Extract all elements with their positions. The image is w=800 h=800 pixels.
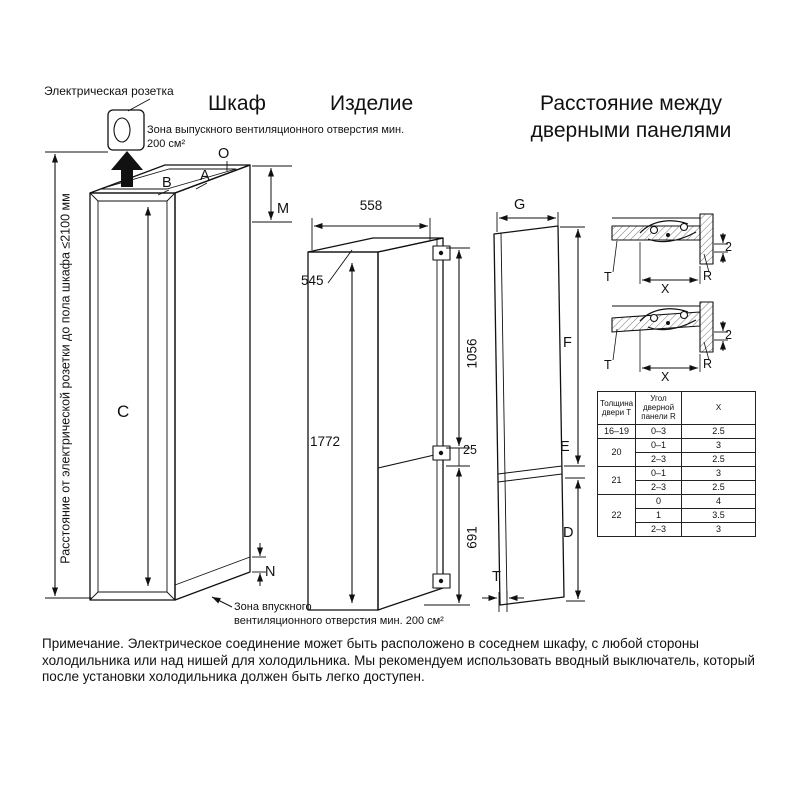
- table-cell: 3: [681, 521, 756, 537]
- col-header-angle: Угол дверной панели R: [635, 391, 682, 425]
- dim-label-d: D: [563, 525, 574, 541]
- dim-label-c: C: [117, 402, 130, 421]
- table-cell: 2.5: [681, 451, 756, 467]
- table-row: 22 0 4: [597, 493, 756, 537]
- table-cell: 3: [681, 437, 756, 453]
- section-title-cabinet: Шкаф: [208, 92, 266, 115]
- dim-gap-25: 25: [463, 443, 477, 457]
- detail1-label-r: R: [703, 269, 713, 283]
- airflow-up-arrow: [111, 151, 143, 187]
- table-cell: 21: [597, 465, 636, 495]
- dim-height-1772: 1772: [310, 434, 341, 449]
- bottom-vent-leader: [211, 596, 233, 608]
- table-row: 2–3 2.5: [598, 479, 756, 495]
- table-cell: 0: [635, 493, 682, 509]
- dim-label-b: B: [162, 175, 172, 191]
- door-panel-spec-table: Толщина двери T Угол дверной панели R X …: [597, 391, 756, 537]
- dim-label-a: A: [200, 168, 210, 184]
- table-row: 20 0–1 3: [597, 437, 756, 467]
- table-cell: 20: [597, 437, 636, 467]
- cabinet-drawing: [45, 98, 292, 608]
- detail1-label-t: T: [604, 270, 612, 284]
- dim-depth-545: 545: [301, 273, 324, 288]
- table-cell: 0–3: [635, 423, 682, 439]
- hinge-bottom: [432, 573, 451, 589]
- table-cell: 2.5: [681, 479, 756, 495]
- detail2-label-r: R: [703, 357, 713, 371]
- dim-label-o: O: [218, 146, 230, 162]
- dim-upper-door-1056: 1056: [464, 338, 480, 369]
- installation-note: Примечание. Электрическое соединение мож…: [42, 636, 755, 685]
- table-cell: 16–19: [597, 423, 636, 439]
- hinge-middle: [432, 445, 451, 461]
- dim-label-g: G: [514, 197, 526, 213]
- table-cell: 0–1: [635, 437, 682, 453]
- hinge-detail-2-drawing: [611, 301, 728, 372]
- spec-table-container: Толщина двери T Угол дверной панели R X …: [597, 391, 756, 537]
- hinge-top: [432, 245, 451, 261]
- socket-label: Электрическая розетка: [44, 84, 174, 98]
- bottom-vent-label: Зона впускного вентиляционного отверстия…: [234, 600, 444, 629]
- detail2-label-x: X: [661, 370, 670, 384]
- product-drawing: [307, 218, 470, 611]
- table-row: 16–19 0–3 2.5: [597, 423, 756, 439]
- table-cell: 2–3: [635, 521, 682, 537]
- power-socket-icon: [107, 109, 145, 151]
- dim-label-n: N: [265, 564, 276, 580]
- col-header-x: X: [681, 391, 756, 425]
- table-cell: 3.5: [681, 507, 756, 523]
- bottom-vent-label-line1: Зона впускного: [234, 601, 312, 613]
- detail2-label-t: T: [604, 358, 612, 372]
- dim-width-558: 558: [359, 198, 383, 213]
- dim-lower-door-691: 691: [464, 526, 480, 549]
- table-cell: 22: [597, 493, 636, 537]
- dim-label-f: F: [563, 335, 572, 351]
- bottom-vent-label-line2: вентиляционного отверстия мин. 200 см²: [234, 615, 444, 628]
- table-cell: 4: [681, 493, 756, 509]
- table-cell: 1: [635, 507, 682, 523]
- section-title-product: Изделие: [330, 92, 414, 115]
- hinge-detail-1-drawing: [611, 213, 728, 284]
- table-cell: 2.5: [681, 423, 756, 439]
- table-cell: 3: [681, 465, 756, 481]
- door-panel-drawing: [482, 212, 585, 612]
- top-vent-label: Зона выпускного вентиляционного отверсти…: [147, 124, 405, 151]
- table-row: 2–3 3: [598, 521, 756, 537]
- table-cell: 0–1: [635, 465, 682, 481]
- dim-label-t: T: [492, 569, 501, 585]
- dim-label-e: E: [560, 439, 570, 455]
- col-header-thickness: Толщина двери T: [597, 391, 636, 425]
- socket-height-label: Расстояние от электрической розетки до п…: [58, 193, 73, 564]
- detail1-label-x: X: [661, 282, 670, 296]
- detail2-label-offset: 2: [725, 328, 732, 342]
- section-title-door-distance: Расстояние между дверными панелями: [530, 92, 732, 143]
- detail1-label-offset: 2: [725, 240, 732, 254]
- dim-label-m: M: [277, 201, 290, 217]
- table-cell: 2–3: [635, 479, 682, 495]
- table-cell: 2–3: [635, 451, 682, 467]
- table-row: 21 0–1 3: [597, 465, 756, 495]
